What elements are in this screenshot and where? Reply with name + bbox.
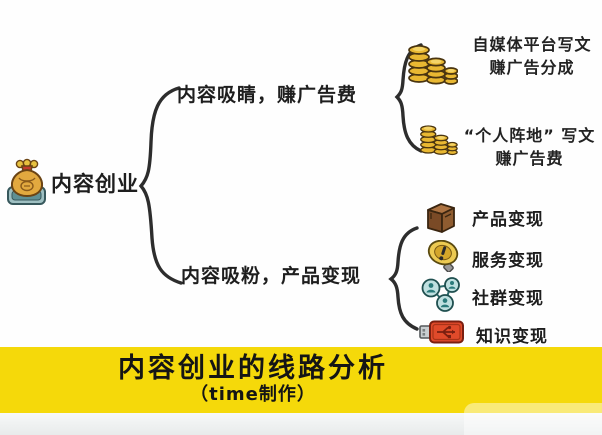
leaf-selfmedia-text: 自媒体平台写文 赚广告分成	[462, 33, 602, 79]
coins-stack-icon	[420, 125, 458, 156]
leaf-selfmedia-line1: 自媒体平台写文	[472, 35, 592, 54]
leaf-knowledge-label: 知识变现	[476, 327, 548, 347]
leaf-personal-line1: “个人阵地” 写文	[463, 126, 596, 145]
leaf-community-node	[421, 276, 463, 312]
main-brace	[138, 86, 183, 285]
money-bag-icon	[7, 158, 46, 205]
branch-product-label: 内容吸粉，产品变现	[181, 265, 362, 287]
bulb-icon	[427, 240, 459, 272]
coins-stack-icon	[408, 45, 458, 85]
leaf-selfmedia-line2: 赚广告分成	[489, 58, 575, 77]
root-label: 内容创业	[51, 172, 139, 196]
leaf-knowledge-node	[419, 319, 465, 345]
leaf-service-node	[425, 240, 463, 272]
banner: 内容创业的线路分析 （time制作）	[0, 347, 602, 413]
branch-ad-label: 内容吸睛，赚广告费	[177, 84, 358, 106]
root-node	[6, 158, 48, 206]
leaf-personal-line2: 赚广告费	[495, 149, 564, 168]
banner-subtitle: （time制作）	[190, 384, 316, 405]
banner-title: 内容创业的线路分析	[118, 353, 388, 384]
bottom-strip	[0, 413, 602, 435]
ad-branch-brace	[394, 43, 423, 153]
box-icon	[427, 203, 455, 233]
leaf-personal-text: “个人阵地” 写文 赚广告费	[456, 124, 602, 170]
product-branch-brace	[388, 226, 419, 331]
leaf-community-label: 社群变现	[472, 289, 544, 309]
leaf-product-label: 产品变现	[472, 210, 544, 230]
usb-icon	[419, 320, 464, 344]
watermark-patch	[464, 403, 602, 435]
network-icon	[421, 277, 460, 312]
leaf-service-label: 服务变现	[472, 251, 544, 271]
leaf-product-node	[423, 199, 459, 235]
leaf-personal-node	[416, 114, 460, 156]
leaf-selfmedia-node	[406, 30, 458, 86]
